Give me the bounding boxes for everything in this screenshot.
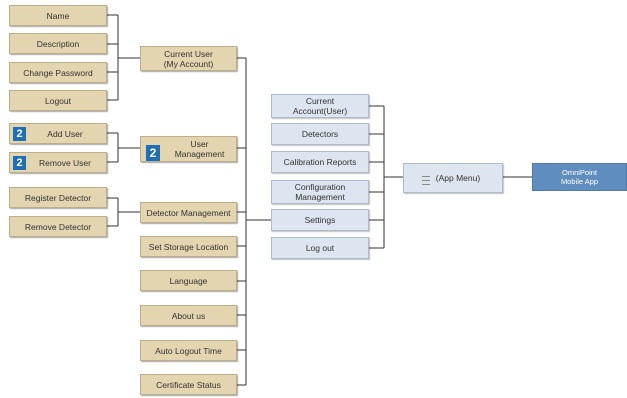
user-item-label: Add User — [47, 128, 83, 139]
badge-icon: 2 — [13, 127, 26, 141]
menu-item-label: Calibration Reports — [283, 157, 357, 167]
account-item-label: Name — [46, 10, 70, 21]
settings-item-label: Auto Logout Time — [155, 345, 222, 356]
settings-item-label: Language — [169, 275, 208, 286]
account-item-label: Description — [36, 38, 80, 49]
account-item-change-password: Change Password — [9, 62, 107, 83]
settings-item-label: About us — [171, 310, 206, 321]
settings-item-current-user: Current User (My Account) — [140, 46, 237, 71]
detector-item-label: Register Detector — [24, 192, 92, 203]
settings-item-label: User Management — [174, 139, 225, 159]
menu-item-log-out: Log out — [271, 237, 369, 259]
menu-item-label: Detectors — [301, 129, 339, 139]
user-item-remove-user: 2 Remove User — [9, 152, 107, 173]
account-item-name: Name — [9, 5, 107, 26]
account-item-logout: Logout — [9, 90, 107, 111]
settings-item-user-management: 2 User Management — [140, 136, 237, 162]
settings-item-auto-logout-time: Auto Logout Time — [140, 340, 237, 361]
account-item-label: Change Password — [23, 67, 93, 78]
account-item-description: Description — [9, 33, 107, 54]
app-menu-label: (App Menu) — [435, 173, 481, 183]
menu-item-label: Configuration Management — [294, 182, 346, 202]
root-label: OmniPoint Mobile App — [560, 168, 599, 186]
detector-item-register: Register Detector — [9, 187, 107, 208]
settings-item-certificate-status: Certificate Status — [140, 374, 237, 395]
settings-item-detector-management: Detector Management — [140, 202, 237, 223]
menu-item-calibration-reports: Calibration Reports — [271, 151, 369, 173]
menu-item-current-account: Current Account(User) — [271, 94, 369, 118]
settings-item-label: Set Storage Location — [148, 241, 229, 252]
settings-item-label: Detector Management — [146, 207, 231, 218]
app-menu-node: (App Menu) — [403, 163, 503, 193]
detector-item-remove: Remove Detector — [9, 216, 107, 237]
user-item-add-user: 2 Add User — [9, 123, 107, 144]
settings-item-label: Certificate Status — [156, 379, 221, 390]
settings-item-set-storage-location: Set Storage Location — [140, 236, 237, 257]
menu-item-detectors: Detectors — [271, 123, 369, 145]
account-item-label: Logout — [45, 95, 71, 106]
badge-icon: 2 — [13, 156, 26, 170]
menu-item-label: Current Account(User) — [292, 96, 348, 116]
menu-item-settings: Settings — [271, 209, 369, 231]
menu-item-label: Log out — [305, 243, 335, 253]
hamburger-menu-icon — [422, 176, 430, 185]
badge-icon: 2 — [146, 145, 160, 161]
detector-item-label: Remove Detector — [24, 221, 92, 232]
settings-item-about-us: About us — [140, 305, 237, 326]
settings-item-language: Language — [140, 270, 237, 291]
settings-item-label: Current User (My Account) — [163, 48, 214, 69]
root-node: OmniPoint Mobile App — [532, 163, 627, 191]
user-item-label: Remove User — [39, 157, 91, 168]
menu-item-configuration-management: Configuration Management — [271, 180, 369, 204]
menu-item-label: Settings — [304, 215, 336, 225]
